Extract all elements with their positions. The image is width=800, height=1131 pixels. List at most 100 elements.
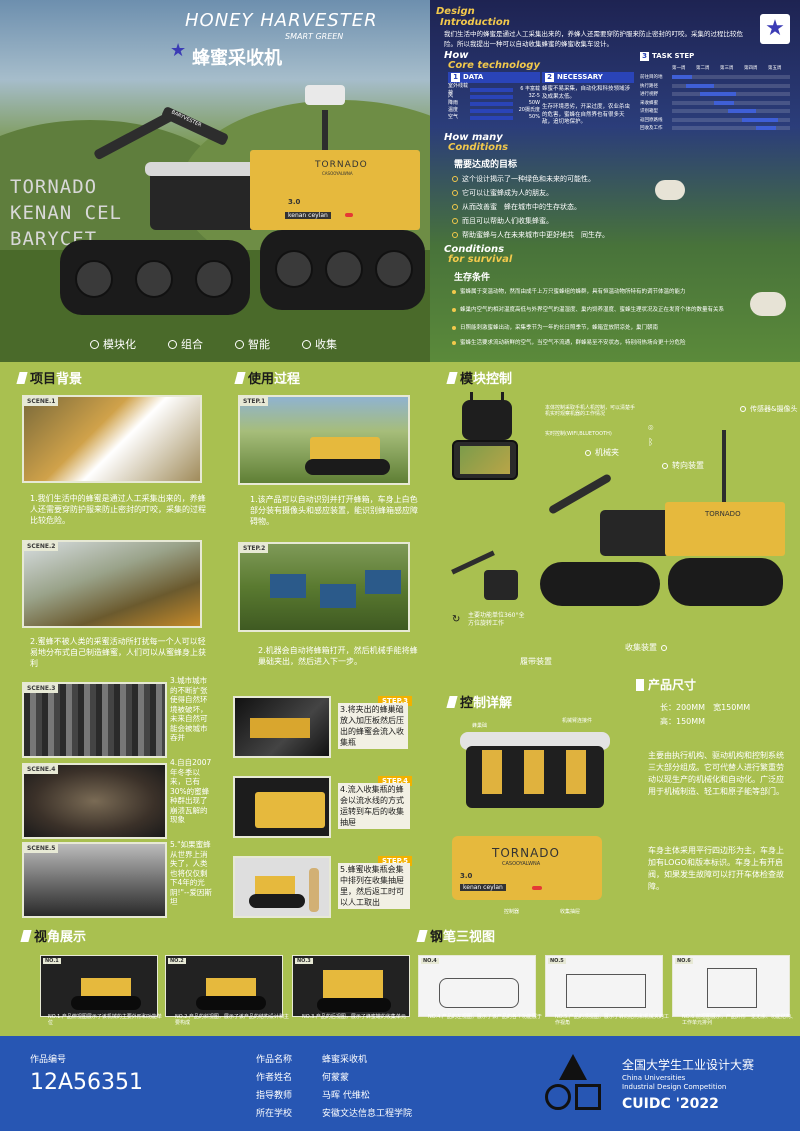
author-value: 何蒙蒙 bbox=[322, 1073, 350, 1083]
step-3-photo bbox=[233, 696, 331, 758]
bullet-icon bbox=[452, 290, 456, 294]
track-wheel bbox=[325, 250, 363, 288]
many-title: How many bbox=[444, 132, 503, 143]
goal-item: 帮助蜜蜂与人在未来城市中更好地共 同生存。 bbox=[452, 228, 682, 242]
plate-model: 3.0 bbox=[460, 872, 473, 880]
task-row-track bbox=[672, 75, 790, 80]
plate-sub: CASOOYALWNA bbox=[502, 861, 541, 867]
bullet-icon bbox=[452, 308, 456, 312]
task-cols: 第一周 第二周 第三周 第四周 第五周 bbox=[672, 66, 782, 71]
task-bar bbox=[672, 75, 692, 80]
goal-title: 需要达成的目标 bbox=[454, 160, 518, 170]
bullet-icon bbox=[452, 218, 458, 224]
title-mark bbox=[446, 695, 458, 708]
scene-3-photo: SCENE.3 bbox=[22, 682, 167, 758]
step-4-text: 4.流入收集瓶的蜂会以流水线的方式运转到车后的收集抽屉 bbox=[338, 783, 410, 829]
task-row: 识别箱型 bbox=[640, 107, 792, 116]
competition-en2: Industrial Design Competition bbox=[622, 1083, 727, 1091]
view-thumb-2: NO.2 bbox=[165, 955, 283, 1017]
feature-item: 模块化 bbox=[90, 336, 136, 352]
bullet-icon bbox=[452, 176, 458, 182]
hero-subtitle-en: SMART GREEN bbox=[285, 32, 344, 41]
view-caption-3: NO.3.产品的后视图，展示了蜂蜜罐的收集单元 bbox=[302, 1014, 406, 1020]
title-mark bbox=[446, 371, 458, 384]
wifi-note: 实时控制(WIFI,BLUETOOTH) bbox=[545, 431, 612, 437]
title-mark bbox=[16, 371, 28, 384]
scene-2-photo: SCENE.2 bbox=[22, 540, 202, 628]
view-thumb-6: NO.6 bbox=[672, 955, 790, 1017]
label-sensor: 传感器&摄像头 bbox=[740, 404, 797, 414]
honeycomb-frame bbox=[566, 750, 586, 794]
views-section-title: 视角展示 bbox=[20, 926, 86, 945]
task-row-label: 回收及工作 bbox=[640, 126, 663, 132]
step-2-text: 2.机器会自动将蜂箱打开，然后机械手能将蜂巢础夹出，然后进入下一步。 bbox=[258, 646, 418, 666]
robot-mini bbox=[310, 437, 380, 463]
size-desc-1: 主要由执行机构、驱动机构和控制系统三大部分组成。它可代替人进行繁重劳动以现生产的… bbox=[648, 751, 784, 796]
param-bar bbox=[469, 115, 513, 120]
view-thumb-3: NO.3 bbox=[292, 955, 410, 1017]
remote-controller bbox=[462, 392, 512, 440]
task-row-track bbox=[672, 117, 790, 122]
honeycomb-frame bbox=[482, 750, 502, 794]
circle-icon bbox=[168, 339, 177, 349]
robot-arm bbox=[547, 473, 613, 515]
scene-1-photo: SCENE.1 bbox=[22, 395, 202, 483]
task-row-track bbox=[672, 83, 790, 88]
task-row-label: 采收蜂蜜 bbox=[640, 100, 658, 106]
sketch-shape bbox=[566, 974, 646, 1008]
step-4-photo bbox=[233, 776, 331, 838]
title-mark bbox=[234, 371, 246, 384]
sheep-shape bbox=[750, 292, 786, 316]
antenna-icon bbox=[501, 392, 504, 402]
hero-title-cn: 蜂蜜采收机 bbox=[192, 48, 282, 69]
phone-screen bbox=[460, 446, 510, 474]
scene-4-photo: SCENE.4 bbox=[22, 763, 167, 839]
logo-circle-shape bbox=[545, 1084, 571, 1110]
design-text: 我们生活中的蜂蜜是通过人工采集出来的，养蜂人还需要穿防护服来防止密封的叮咬。采集… bbox=[444, 30, 743, 48]
scene-3-text: 3.城市城市的不断扩张使得自然环境被破坏，未来自然可能会被城市吞并 bbox=[170, 676, 208, 742]
competition-en1: China Universities bbox=[622, 1074, 686, 1082]
conditions-list: 蜜蜂属于变温动物，然而由成千上万只蜜蜂组的蜂群，具有恒温动物所特有的调节体温的能… bbox=[452, 286, 772, 349]
name-value: 蜂蜜采收机 bbox=[322, 1055, 368, 1065]
param-bar bbox=[469, 108, 513, 113]
design-title2: Introduction bbox=[440, 17, 510, 28]
view-thumb-5: NO.5 bbox=[545, 955, 663, 1017]
step-1-photo: STEP.1 bbox=[238, 395, 410, 485]
circle-icon bbox=[302, 339, 311, 349]
robot-mini-track bbox=[196, 996, 266, 1010]
label-rotate: 转向装置 bbox=[662, 460, 704, 471]
task-row-track bbox=[672, 109, 790, 114]
circle-icon bbox=[235, 339, 244, 349]
title-mark bbox=[416, 929, 428, 942]
robot-drum bbox=[600, 510, 670, 556]
view-caption-1: NO.1.产品俯视图展示了该机械的主要外形和功能单位 bbox=[48, 1014, 162, 1026]
task-row: 前往目的地 bbox=[640, 73, 792, 82]
plate-name: kenan ceylan bbox=[460, 884, 506, 891]
camera-post bbox=[722, 430, 726, 502]
robot-name-tag: kenan ceylan bbox=[285, 212, 331, 219]
camera-post bbox=[322, 110, 328, 180]
scene-1-text: 1.我们生活中的蜂蜜是通过人工采集出来的，养蜂人还需要穿防护服来防止密封的叮咬，… bbox=[30, 494, 206, 525]
track-wheel bbox=[75, 260, 113, 298]
press-plate bbox=[250, 718, 310, 738]
how-title2: Core technology bbox=[448, 60, 540, 71]
condition-item: 日照能刺激蜜蜂出动，采集季节为一年的长日照季节，蜂箱宜放阴凉处，巢门朝南 bbox=[452, 322, 772, 334]
feature-item: 智能 bbox=[235, 336, 270, 352]
control-drum bbox=[460, 722, 610, 814]
status-light-icon bbox=[532, 886, 542, 890]
beehive-box bbox=[320, 584, 356, 608]
many-title2: Conditions bbox=[448, 142, 509, 153]
view-thumb-4: NO.4 bbox=[418, 955, 536, 1017]
tornado-plate bbox=[255, 792, 325, 828]
task-bar bbox=[756, 126, 776, 131]
param-bar bbox=[469, 101, 513, 106]
wifi-icon: ⌾ bbox=[648, 424, 654, 434]
necessary-text-2: 生存环境恶劣，开采过度，农业杀虫的危害，蜜蜂在自然界也有很多天敌，追切地保护。 bbox=[542, 104, 631, 125]
rotate-icon: ↻ bbox=[452, 614, 461, 625]
robot-mini-track bbox=[305, 459, 390, 475]
step-3-text: 3.将夹出的蜂巢础放入加压板然后压出的蜂蜜会流入收集瓶 bbox=[338, 703, 408, 749]
